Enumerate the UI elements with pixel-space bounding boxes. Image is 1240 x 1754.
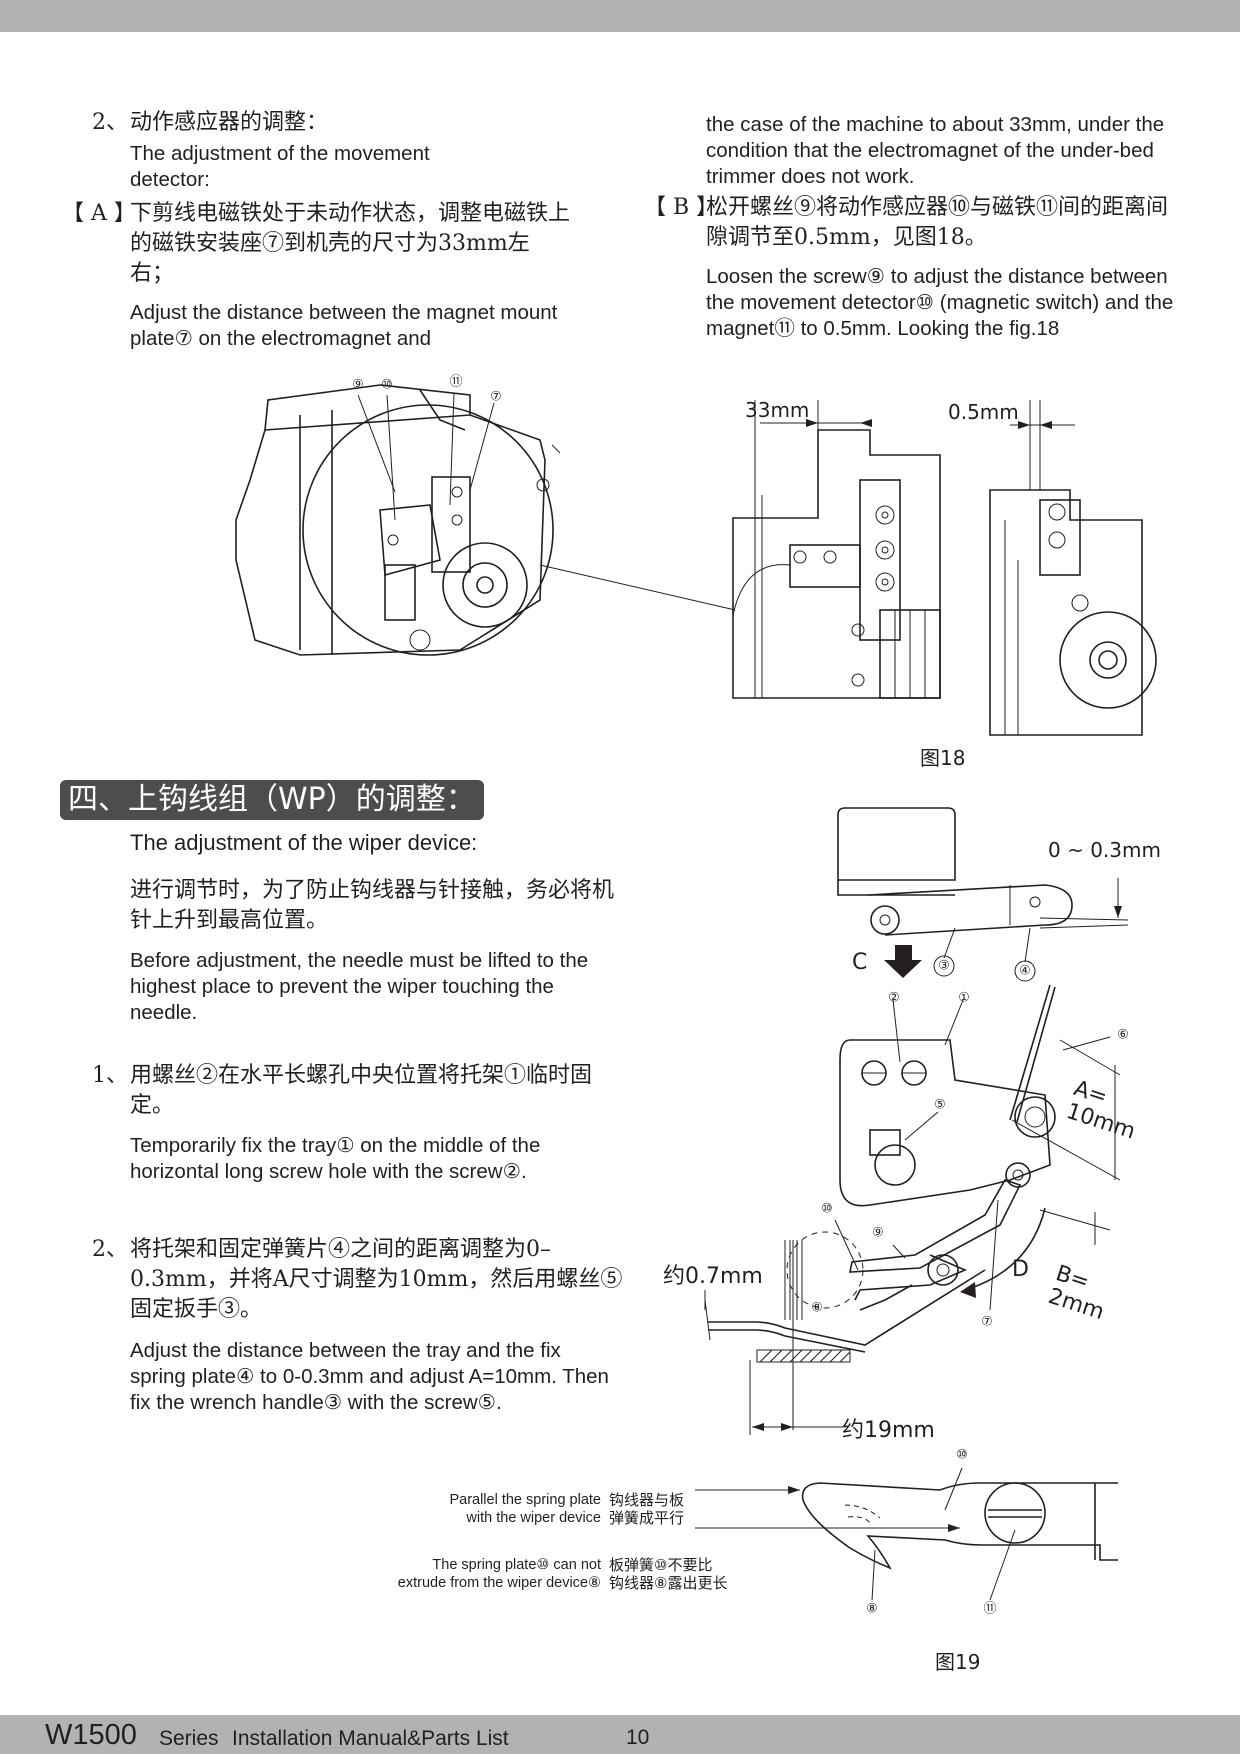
dimension-0-7mm: 约0.7mm xyxy=(663,1264,763,1289)
svg-text:⑦: ⑦ xyxy=(490,390,502,405)
arrow-d-label: D xyxy=(1012,1257,1029,1282)
callout-8: ⑧ xyxy=(811,1301,823,1316)
paragraph-a-zh: 下剪线电磁铁处于未动作状态，调整电磁铁上的磁铁安装座⑦到机壳的尺寸为33mm左右… xyxy=(130,201,571,286)
callout-10: ⑩ xyxy=(956,1448,968,1463)
callout-3: ③ xyxy=(933,955,955,977)
svg-text:④: ④ xyxy=(1019,964,1031,979)
paragraph-a-en-continued: the case of the machine to about 33mm, u… xyxy=(706,113,1165,188)
svg-text:⑪: ⑪ xyxy=(449,375,462,390)
section-heading-en: The adjustment of the wiper device: xyxy=(130,830,478,855)
dimension-33mm: 33mm xyxy=(745,398,810,422)
note-extrude-zh: 板弹簧⑩不要比 钩线器⑧露出更长 xyxy=(609,1556,728,1592)
svg-text:⑥: ⑥ xyxy=(1117,1028,1129,1043)
arrow-c-label: C xyxy=(852,950,868,975)
step-1-zh: 用螺丝②在水平长螺孔中央位置将托架①临时固定。 xyxy=(130,1063,593,1118)
top-bar xyxy=(0,0,1240,32)
footer-model: W1500 xyxy=(45,1719,137,1751)
callout-10: ⑩ xyxy=(381,378,393,393)
svg-text:②: ② xyxy=(888,991,900,1006)
svg-text:⑧: ⑧ xyxy=(866,1602,878,1617)
step-heading-zh: 动作感应器的调整： xyxy=(130,110,329,135)
svg-text:⑪: ⑪ xyxy=(983,1602,996,1617)
callout-5: ⑤ xyxy=(934,1098,946,1113)
svg-text:⑩: ⑩ xyxy=(821,1202,833,1217)
svg-text:⑩: ⑩ xyxy=(956,1448,968,1463)
callout-8: ⑧ xyxy=(866,1602,878,1617)
step-2-zh: 将托架和固定弹簧片④之间的距离调整为0–0.3mm，并将A尺寸调整为10mm，然… xyxy=(130,1237,623,1322)
step-heading-en: The adjustment of the movement detector: xyxy=(130,142,430,191)
callout-2: ② xyxy=(888,991,900,1006)
svg-text:⑦: ⑦ xyxy=(981,1315,993,1330)
dimension-gap-top: 0 ~ 0.3mm xyxy=(1048,838,1161,862)
svg-text:⑨: ⑨ xyxy=(872,1226,884,1241)
note-extrude-en: The spring plate⑩ can not extrude from t… xyxy=(397,1557,601,1591)
footer-series: Series xyxy=(159,1727,219,1750)
paragraph-marker-a: 【 A 】 xyxy=(62,201,136,226)
step-2-en: Adjust the distance between the tray and… xyxy=(130,1339,609,1414)
callout-4: ④ xyxy=(1014,960,1036,982)
paragraph-b-zh: 松开螺丝⑨将动作感应器⑩与磁铁⑪间的距离间隙调节至0.5mm，见图18。 xyxy=(706,195,1169,250)
callout-7: ⑦ xyxy=(490,390,502,405)
svg-text:⑩: ⑩ xyxy=(381,378,393,393)
figure-18-caption: 图18 xyxy=(920,746,966,770)
dimension-0-5mm: 0.5mm xyxy=(948,400,1019,424)
callout-11: ⑪ xyxy=(449,375,462,390)
footer-title: Installation Manual&Parts List xyxy=(232,1727,509,1750)
footer-bar: W1500 Series Installation Manual&Parts L… xyxy=(0,1715,1240,1754)
intro-zh: 进行调节时，为了防止钩线器与针接触，务必将机针上升到最高位置。 xyxy=(130,878,615,933)
callout-9: ⑨ xyxy=(352,378,364,393)
callout-7: ⑦ xyxy=(981,1315,993,1330)
callout-6: ⑥ xyxy=(1117,1028,1129,1043)
paragraph-marker-b: 【 B 】 xyxy=(644,195,719,220)
step-1-en: Temporarily fix the tray① on the middle … xyxy=(130,1134,541,1183)
svg-text:①: ① xyxy=(958,991,970,1006)
callout-9: ⑨ xyxy=(872,1226,884,1241)
svg-text:⑤: ⑤ xyxy=(934,1098,946,1113)
page-number: 10 xyxy=(626,1726,650,1749)
callout-10: ⑩ xyxy=(821,1202,833,1217)
callout-1: ① xyxy=(958,991,970,1006)
svg-text:⑧: ⑧ xyxy=(811,1301,823,1316)
section-heading: 四、上钩线组（WP）的调整： xyxy=(60,780,484,820)
figure-19-caption: 图19 xyxy=(935,1650,981,1674)
callout-11: ⑪ xyxy=(983,1602,996,1617)
note-parallel-zh: 钩线器与板 弹簧成平行 xyxy=(609,1491,685,1527)
paragraph-b-en: Loosen the screw⑨ to adjust the distance… xyxy=(706,265,1174,340)
step-2-number: 2、 xyxy=(92,1237,128,1262)
intro-en: Before adjustment, the needle must be li… xyxy=(130,949,589,1024)
step-1-number: 1、 xyxy=(92,1063,128,1088)
paragraph-a-en: Adjust the distance between the magnet m… xyxy=(130,301,558,350)
svg-text:⑨: ⑨ xyxy=(352,378,364,393)
svg-text:③: ③ xyxy=(938,959,950,974)
step-number: 2、 xyxy=(92,110,128,135)
note-parallel-en: Parallel the spring plate with the wiper… xyxy=(449,1492,601,1526)
dimension-19mm: 约19mm xyxy=(842,1418,935,1443)
